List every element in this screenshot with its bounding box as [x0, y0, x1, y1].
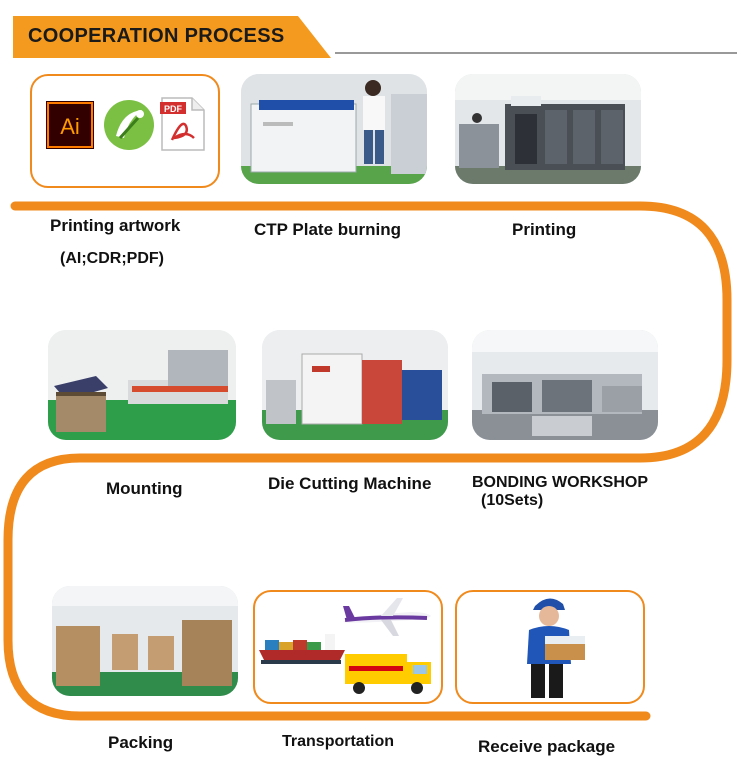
delivery-truck-icon [345, 654, 431, 694]
receive-package-card [455, 590, 645, 704]
step-label-printing-artwork: Printing artwork [50, 216, 181, 235]
page-title: COOPERATION PROCESS [28, 25, 285, 47]
packing-warehouse-photo [52, 586, 238, 696]
printing-press-photo [455, 74, 641, 184]
die-cutting-photo [262, 330, 448, 440]
delivery-person-icon [527, 598, 585, 698]
adobe-illustrator-icon: Ai [46, 101, 94, 149]
svg-text:Ai: Ai [60, 114, 80, 139]
step-sublabel-bonding-workshop: (10Sets) [481, 492, 544, 509]
mounting-photo [48, 330, 236, 440]
pdf-file-icon: PDF [160, 97, 205, 151]
airplane-icon [343, 598, 431, 636]
cargo-ship-icon [259, 634, 345, 664]
step-label-ctp-plate-burning: CTP Plate burning [254, 220, 402, 239]
step-label-mounting: Mounting [106, 479, 183, 498]
bonding-workshop-photo [472, 330, 658, 440]
artwork-card: Ai PDF [30, 74, 220, 188]
step-label-bonding-workshop: BONDING WORKSHOP [472, 474, 648, 491]
transportation-card [253, 590, 443, 704]
step-label-die-cutting: Die Cutting Machine [268, 474, 432, 493]
step-sublabel-printing-artwork: (AI;CDR;PDF) [60, 250, 164, 267]
coreldraw-icon [104, 100, 154, 150]
ctp-plate-photo [241, 74, 427, 184]
header-banner [13, 16, 331, 58]
step-label-transportation: Transportation [282, 733, 395, 750]
step-label-receive-package: Receive package [478, 737, 616, 756]
svg-text:PDF: PDF [164, 104, 183, 114]
step-label-printing: Printing [512, 220, 577, 239]
step-label-packing: Packing [108, 733, 174, 752]
